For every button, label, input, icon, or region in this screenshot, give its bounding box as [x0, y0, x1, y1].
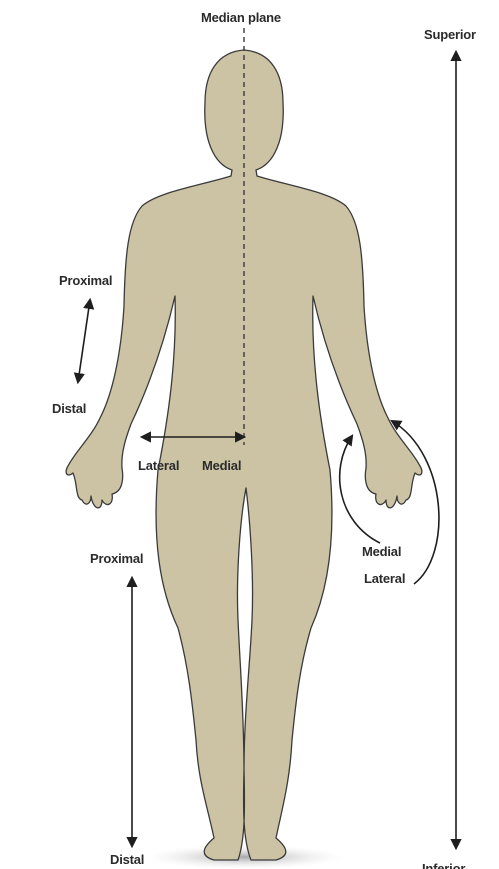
inferior-label: Inferior [422, 861, 465, 869]
medial-label: Medial [202, 458, 241, 473]
arm-distal-label: Distal [52, 401, 86, 416]
leg-distal-label: Distal [110, 852, 144, 867]
human-body-silhouette [66, 50, 422, 860]
lateral-label: Lateral [138, 458, 179, 473]
leg-proximal-label: Proximal [90, 551, 143, 566]
ground-shadow [145, 845, 345, 869]
superior-label: Superior [424, 27, 476, 42]
arm-lateral-label: Lateral [364, 571, 405, 586]
arm-proximal-label: Proximal [59, 273, 112, 288]
arm-proximal-distal-arrow [78, 300, 90, 382]
arm-medial-label: Medial [362, 544, 401, 559]
median-plane-label: Median plane [201, 10, 281, 25]
